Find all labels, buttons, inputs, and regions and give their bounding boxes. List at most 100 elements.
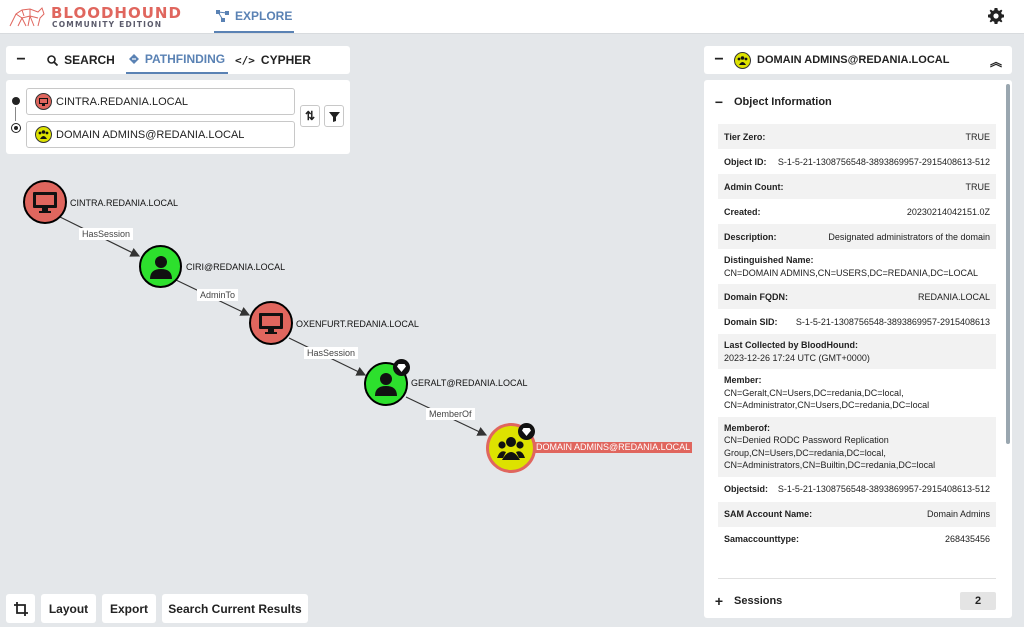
search-panel: − SEARCH PATHFINDING </> CYPHER CINTRA.R…	[6, 46, 350, 154]
graph-node-label: CIRI@REDANIA.LOCAL	[186, 262, 286, 272]
swap-icon: ⇅	[304, 109, 316, 123]
user-icon	[375, 373, 397, 396]
end-marker-icon	[11, 123, 21, 133]
graph-edges	[57, 215, 488, 436]
entity-title: DOMAIN ADMINS@REDANIA.LOCAL	[757, 54, 950, 66]
brand-title: BLOODHOUND	[51, 4, 182, 22]
start-node-input[interactable]: CINTRA.REDANIA.LOCAL	[26, 88, 295, 115]
property-value: S-1-5-21-1308756548-3893869957-291540861…	[777, 484, 990, 494]
bloodhound-logo[interactable]: BLOODHOUND COMMUNITY EDITION	[8, 4, 181, 30]
tier-zero-gem-icon	[393, 359, 410, 376]
property-row: Description: Designated administrators o…	[718, 224, 996, 249]
property-key: Admin Count:	[724, 181, 784, 192]
tab-cypher-label: CYPHER	[260, 53, 311, 67]
brand-subtitle: COMMUNITY EDITION	[52, 20, 163, 29]
property-value: 268435456	[944, 534, 990, 544]
property-value: TRUE	[965, 131, 991, 142]
nav-explore-label: EXPLORE	[235, 8, 293, 23]
graph-node-computer[interactable]	[249, 301, 293, 345]
graph-node-label: OXENFURT.REDANIA.LOCAL	[296, 319, 419, 329]
property-list: Tier Zero: TRUE Object ID: S-1-5-21-1308…	[718, 124, 996, 552]
tier-zero-gem-icon	[518, 423, 535, 440]
property-key: Samaccounttype:	[724, 534, 800, 544]
layout-button[interactable]: Layout	[41, 594, 96, 623]
property-key: Domain SID:	[724, 316, 778, 327]
search-tabs: − SEARCH PATHFINDING </> CYPHER	[6, 46, 350, 74]
property-key: Object ID:	[724, 156, 767, 167]
group-icon	[734, 51, 751, 69]
computer-icon	[259, 312, 283, 334]
computer-icon	[35, 93, 52, 110]
property-row: Tier Zero: TRUE	[718, 124, 996, 149]
edge-label[interactable]: HasSession	[304, 347, 359, 359]
computer-icon	[33, 191, 57, 213]
path-icon	[128, 54, 139, 64]
tab-search[interactable]: SEARCH	[36, 46, 126, 74]
pathfinding-box: CINTRA.REDANIA.LOCAL DOMAIN ADMINS@REDAN…	[6, 80, 350, 154]
explore-icon	[216, 9, 229, 22]
property-row: Member: CN=Geralt,CN=Users,DC=redania,DC…	[718, 369, 996, 417]
settings-gear-icon[interactable]	[988, 8, 1004, 24]
sessions-count-badge: 2	[960, 592, 996, 610]
code-icon: </>	[235, 53, 255, 67]
expand-section-icon: +	[714, 593, 724, 609]
property-key: Tier Zero:	[724, 131, 766, 142]
start-node-value: CINTRA.REDANIA.LOCAL	[56, 95, 189, 108]
property-row: Samaccounttype: 268435456	[718, 527, 996, 552]
section-title: Object Information	[734, 96, 832, 108]
end-node-input[interactable]: DOMAIN ADMINS@REDANIA.LOCAL	[26, 121, 295, 148]
graph-node-user[interactable]	[139, 245, 182, 288]
tab-search-label: SEARCH	[64, 53, 115, 67]
graph-node-user[interactable]	[364, 362, 408, 406]
tab-cypher[interactable]: </> CYPHER	[228, 46, 318, 74]
edge-label[interactable]: HasSession	[79, 228, 134, 240]
tab-pathfinding-label: PATHFINDING	[144, 52, 226, 66]
graph-node-label: CINTRA.REDANIA.LOCAL	[70, 198, 179, 208]
property-value-line: CN=Administrators,CN=Builtin,DC=redania,…	[724, 460, 936, 470]
collapse-panel-button[interactable]: −	[16, 51, 26, 68]
search-current-results-button[interactable]: Search Current Results	[162, 594, 308, 623]
property-row: Objectsid: S-1-5-21-1308756548-389386995…	[718, 477, 996, 502]
property-row: Domain FQDN: REDANIA.LOCAL	[718, 284, 996, 309]
scrollbar[interactable]	[1006, 84, 1010, 444]
property-value: TRUE	[965, 181, 991, 192]
edge-filter-button[interactable]	[324, 105, 344, 127]
edge-label[interactable]: AdminTo	[197, 289, 239, 301]
export-button[interactable]: Export	[102, 594, 156, 623]
property-value-line: CN=Administrator,CN=Users,DC=redania,DC=…	[724, 400, 930, 410]
property-value: REDANIA.LOCAL	[917, 291, 990, 302]
tab-pathfinding[interactable]: PATHFINDING	[126, 46, 228, 74]
crop-icon	[13, 601, 28, 616]
object-information-header[interactable]: − Object Information	[704, 90, 1004, 114]
graph-canvas[interactable]: CINTRA.REDANIA.LOCAL HasSession CIRI@RED…	[0, 160, 700, 580]
sessions-section-header[interactable]: + Sessions 2	[704, 588, 1004, 614]
graph-node-label: GERALT@REDANIA.LOCAL	[411, 378, 528, 388]
property-value: Designated administrators of the domain	[828, 231, 990, 242]
edge-label[interactable]: MemberOf	[426, 408, 475, 420]
property-row: Domain SID: S-1-5-21-1308756548-38938699…	[718, 309, 996, 334]
nav-explore[interactable]: EXPLORE	[214, 0, 295, 33]
graph-node-computer[interactable]	[23, 180, 67, 224]
property-value: Domain Admins	[926, 509, 990, 519]
collapse-section-icon: −	[714, 94, 724, 110]
fit-to-screen-button[interactable]	[6, 594, 35, 623]
sessions-label: Sessions	[734, 595, 783, 607]
path-connector	[15, 107, 16, 121]
chevron-up-icon[interactable]: ︽	[989, 55, 1002, 69]
property-row: Object ID: S-1-5-21-1308756548-389386995…	[718, 149, 996, 174]
property-row: Memberof: CN=Denied RODC Password Replic…	[718, 416, 996, 477]
bloodhound-logo-icon	[9, 7, 45, 27]
filter-icon	[328, 111, 340, 122]
property-key: Last Collected by BloodHound:	[724, 340, 858, 350]
end-node-value: DOMAIN ADMINS@REDANIA.LOCAL	[56, 128, 245, 141]
property-row: SAM Account Name: Domain Admins	[718, 501, 996, 527]
collapse-entity-panel-button[interactable]: −	[714, 51, 724, 68]
graph-node-group[interactable]	[486, 423, 536, 473]
property-row: Admin Count: TRUE	[718, 174, 996, 199]
group-icon	[497, 437, 525, 460]
top-bar: BLOODHOUND COMMUNITY EDITION EXPLORE	[0, 0, 1024, 34]
property-key: Domain FQDN:	[724, 291, 788, 302]
swap-nodes-button[interactable]: ⇅	[300, 105, 320, 127]
property-row: Distinguished Name: CN=DOMAIN ADMINS,CN=…	[718, 249, 996, 284]
section-divider	[718, 578, 996, 579]
